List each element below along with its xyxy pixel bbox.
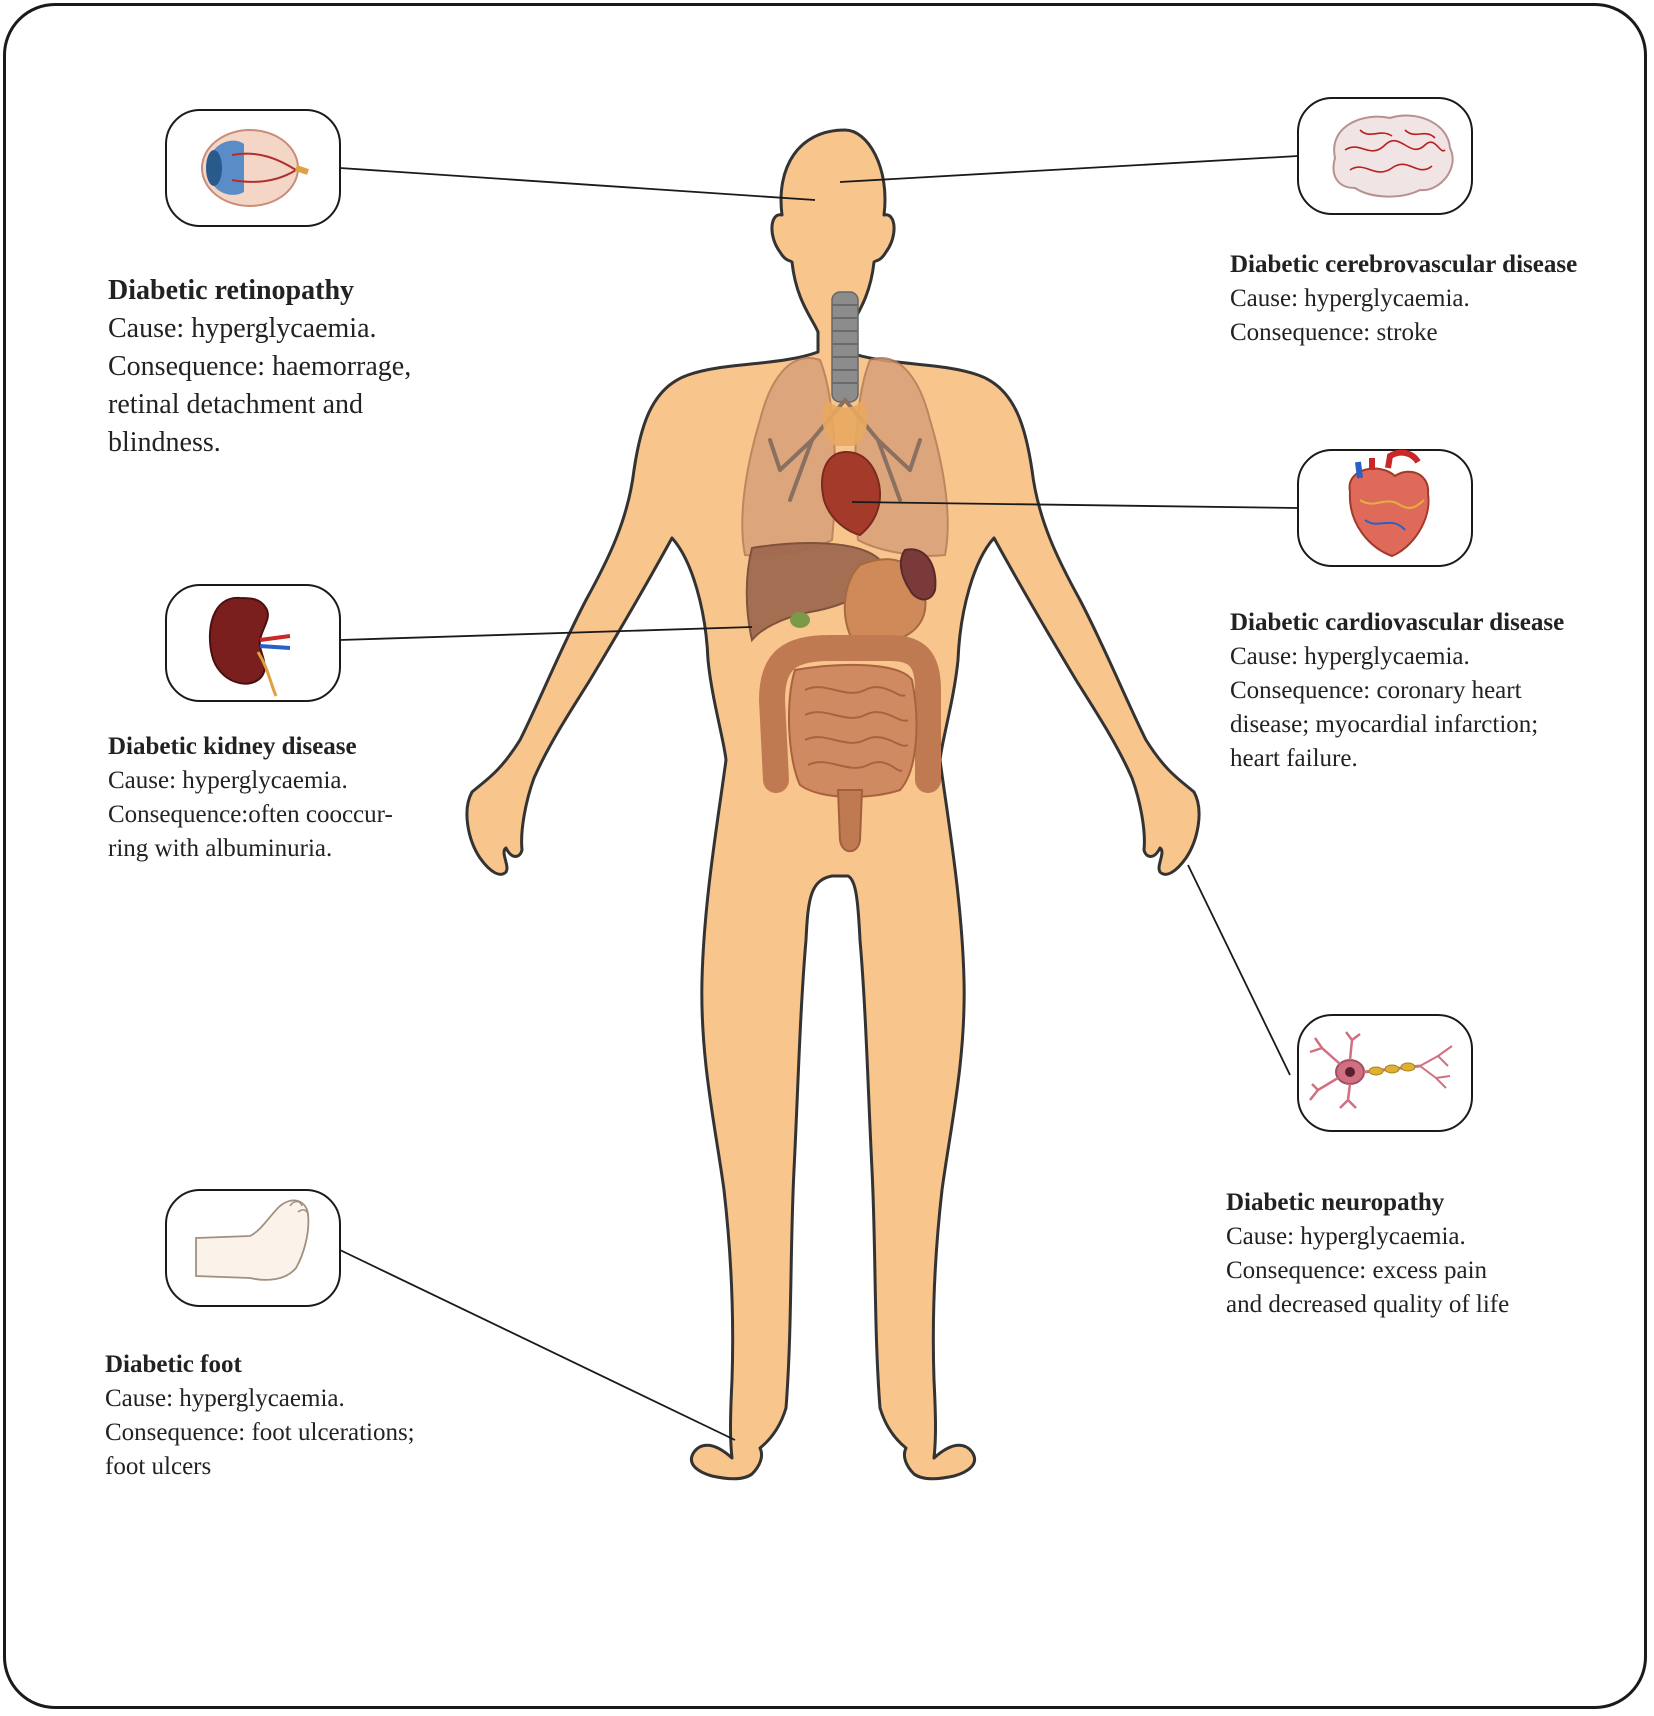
cerebrovascular-title: Diabetic cerebrovascular disease <box>1230 251 1578 278</box>
cardiovascular-consequence-2: disease; myocardial infarction; <box>1230 711 1539 738</box>
brain-icon-box <box>1297 97 1473 215</box>
rectum <box>836 789 864 853</box>
foot-icon <box>195 1199 310 1281</box>
heart-icon <box>1348 449 1430 558</box>
neuron-icon-box <box>1297 1014 1473 1132</box>
cerebrovascular-callout: Diabetic cerebrovascular disease Cause: … <box>1230 248 1577 350</box>
eye-icon-box <box>165 109 341 227</box>
heart-icon-box <box>1297 449 1473 567</box>
kidney-cause: Cause: hyperglycaemia. <box>108 767 348 794</box>
kidney-icon-box <box>165 584 341 702</box>
spleen <box>899 548 937 601</box>
retinopathy-callout: Diabetic retinopathy Cause: hyperglycaem… <box>108 272 411 462</box>
gallbladder <box>790 612 810 628</box>
cardiovascular-callout: Diabetic cardiovascular disease Cause: h… <box>1230 606 1564 776</box>
foot-consequence-2: foot ulcers <box>105 1453 212 1480</box>
small-intestine <box>788 663 918 798</box>
kidney-consequence: Consequence:often cooccur- <box>108 801 393 828</box>
human-body <box>465 128 1201 1481</box>
cardiovascular-title: Diabetic cardiovascular disease <box>1230 609 1565 636</box>
brain-icon <box>1332 114 1454 198</box>
neuropathy-consequence: Consequence: excess pain <box>1226 1257 1488 1284</box>
heart-organ <box>821 450 881 537</box>
large-intestine <box>759 635 941 793</box>
neuron-icon <box>1309 1031 1453 1109</box>
foot-callout: Diabetic foot Cause: hyperglycaemia. Con… <box>105 1348 415 1484</box>
cardiovascular-consequence-3: heart failure. <box>1230 745 1358 772</box>
foot-consequence: Consequence: foot ulcerations; <box>105 1419 415 1446</box>
foot-icon-box <box>165 1189 341 1307</box>
neuropathy-consequence-2: and decreased quality of life <box>1226 1291 1510 1318</box>
cardiovascular-cause: Cause: hyperglycaemia. <box>1230 643 1470 670</box>
retinopathy-cause: Cause: hyperglycaemia. <box>108 313 377 344</box>
trachea <box>831 291 859 403</box>
intestine-folds <box>804 686 909 772</box>
thyroid <box>822 400 868 446</box>
retinopathy-consequence: Consequence: haemorrage, <box>108 351 412 382</box>
neuropathy-title: Diabetic neuropathy <box>1226 1189 1445 1216</box>
eye-icon <box>201 129 309 207</box>
kidney-title: Diabetic kidney disease <box>108 733 357 760</box>
neuropathy-callout: Diabetic neuropathy Cause: hyperglycaemi… <box>1226 1186 1509 1322</box>
cardiovascular-consequence: Consequence: coronary heart <box>1230 677 1522 704</box>
retinopathy-consequence-2: retinal detachment and <box>108 389 363 420</box>
cerebrovascular-cause: Cause: hyperglycaemia. <box>1230 285 1470 312</box>
liver <box>745 542 882 643</box>
cerebrovascular-consequence: Consequence: stroke <box>1230 319 1438 346</box>
foot-cause: Cause: hyperglycaemia. <box>105 1385 345 1412</box>
foot-title: Diabetic foot <box>105 1351 242 1378</box>
neuropathy-cause: Cause: hyperglycaemia. <box>1226 1223 1466 1250</box>
kidney-callout: Diabetic kidney disease Cause: hyperglyc… <box>108 730 393 866</box>
kidney-consequence-2: ring with albuminuria. <box>108 835 333 862</box>
retinopathy-consequence-3: blindness. <box>108 427 221 458</box>
retinopathy-title: Diabetic retinopathy <box>108 275 355 306</box>
kidney-icon <box>208 596 291 697</box>
connector-lines <box>339 155 1299 1441</box>
